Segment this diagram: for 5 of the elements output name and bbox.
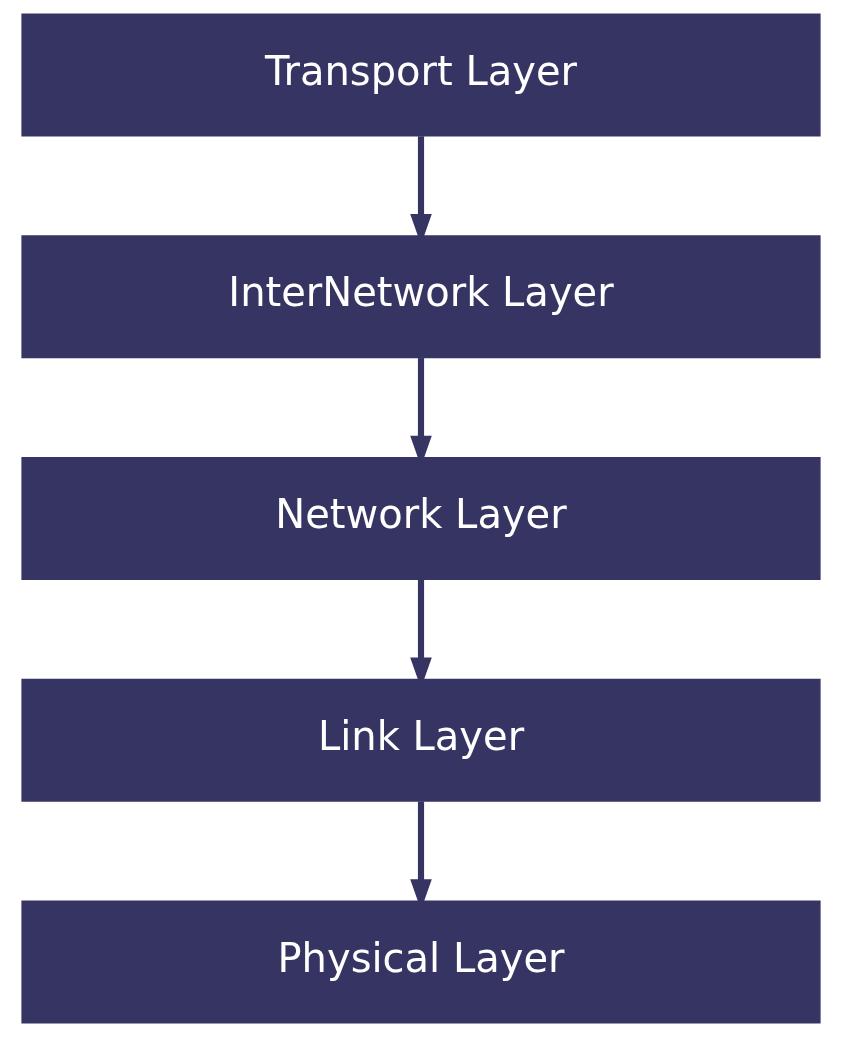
node-box: InterNetwork Layer: [21, 235, 821, 359]
node-box: Transport Layer: [21, 13, 821, 137]
node-box: Link Layer: [21, 678, 821, 802]
node-box: Physical Layer: [21, 900, 821, 1024]
node-box: Network Layer: [21, 456, 821, 581]
